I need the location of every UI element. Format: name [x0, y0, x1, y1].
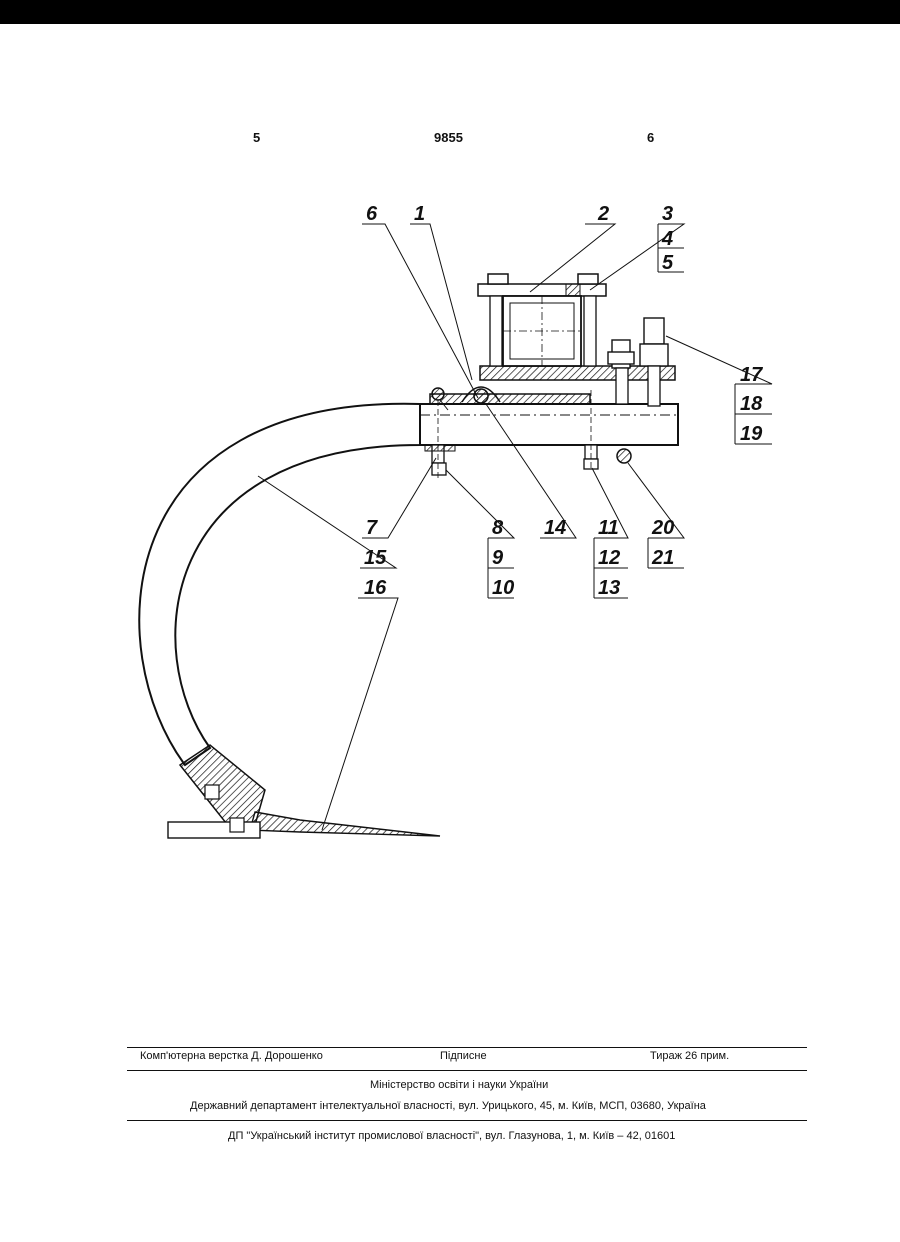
label-19: 19: [740, 423, 763, 445]
label-14: 14: [544, 517, 566, 539]
footer-institute: ДП "Український інститут промислової вла…: [228, 1130, 675, 1142]
label-18: 18: [740, 393, 763, 415]
label-6: 6: [366, 203, 378, 225]
beam: [420, 404, 678, 445]
share-mount: [180, 745, 265, 828]
label-7: 7: [366, 517, 378, 539]
label-1: 1: [414, 203, 425, 225]
label-16: 16: [364, 577, 387, 599]
label-2: 2: [597, 203, 609, 225]
label-21: 21: [651, 547, 674, 569]
label-20: 20: [651, 517, 674, 539]
clamp-top-plate: [478, 284, 606, 296]
label-8: 8: [492, 517, 504, 539]
label-9: 9: [492, 547, 504, 569]
label-4: 4: [661, 228, 673, 250]
label-3: 3: [662, 203, 673, 225]
footer-rule-middle: [127, 1070, 807, 1071]
label-10: 10: [492, 577, 514, 599]
footer-circulation: Тираж 26 прим.: [650, 1050, 729, 1062]
label-5: 5: [662, 252, 674, 274]
label-15: 15: [364, 547, 387, 569]
label-13: 13: [598, 577, 620, 599]
label-11: 11: [598, 517, 619, 539]
footer-subscription: Підписне: [440, 1050, 487, 1062]
label-12: 12: [598, 547, 620, 569]
footer-rule-bottom: [127, 1120, 807, 1121]
share-blade: [250, 812, 440, 836]
share-base: [168, 822, 260, 838]
hatched-plate: [430, 394, 590, 404]
footer-rule-top: [127, 1047, 807, 1048]
footer-ministry: Міністерство освіти і науки України: [370, 1079, 548, 1091]
footer-department: Державний департамент інтелектуальної вл…: [190, 1100, 706, 1112]
label-17: 17: [740, 364, 763, 386]
footer-typesetting: Комп'ютерна верстка Д. Дорошенко: [140, 1050, 323, 1062]
bracket-plate: [480, 366, 675, 380]
